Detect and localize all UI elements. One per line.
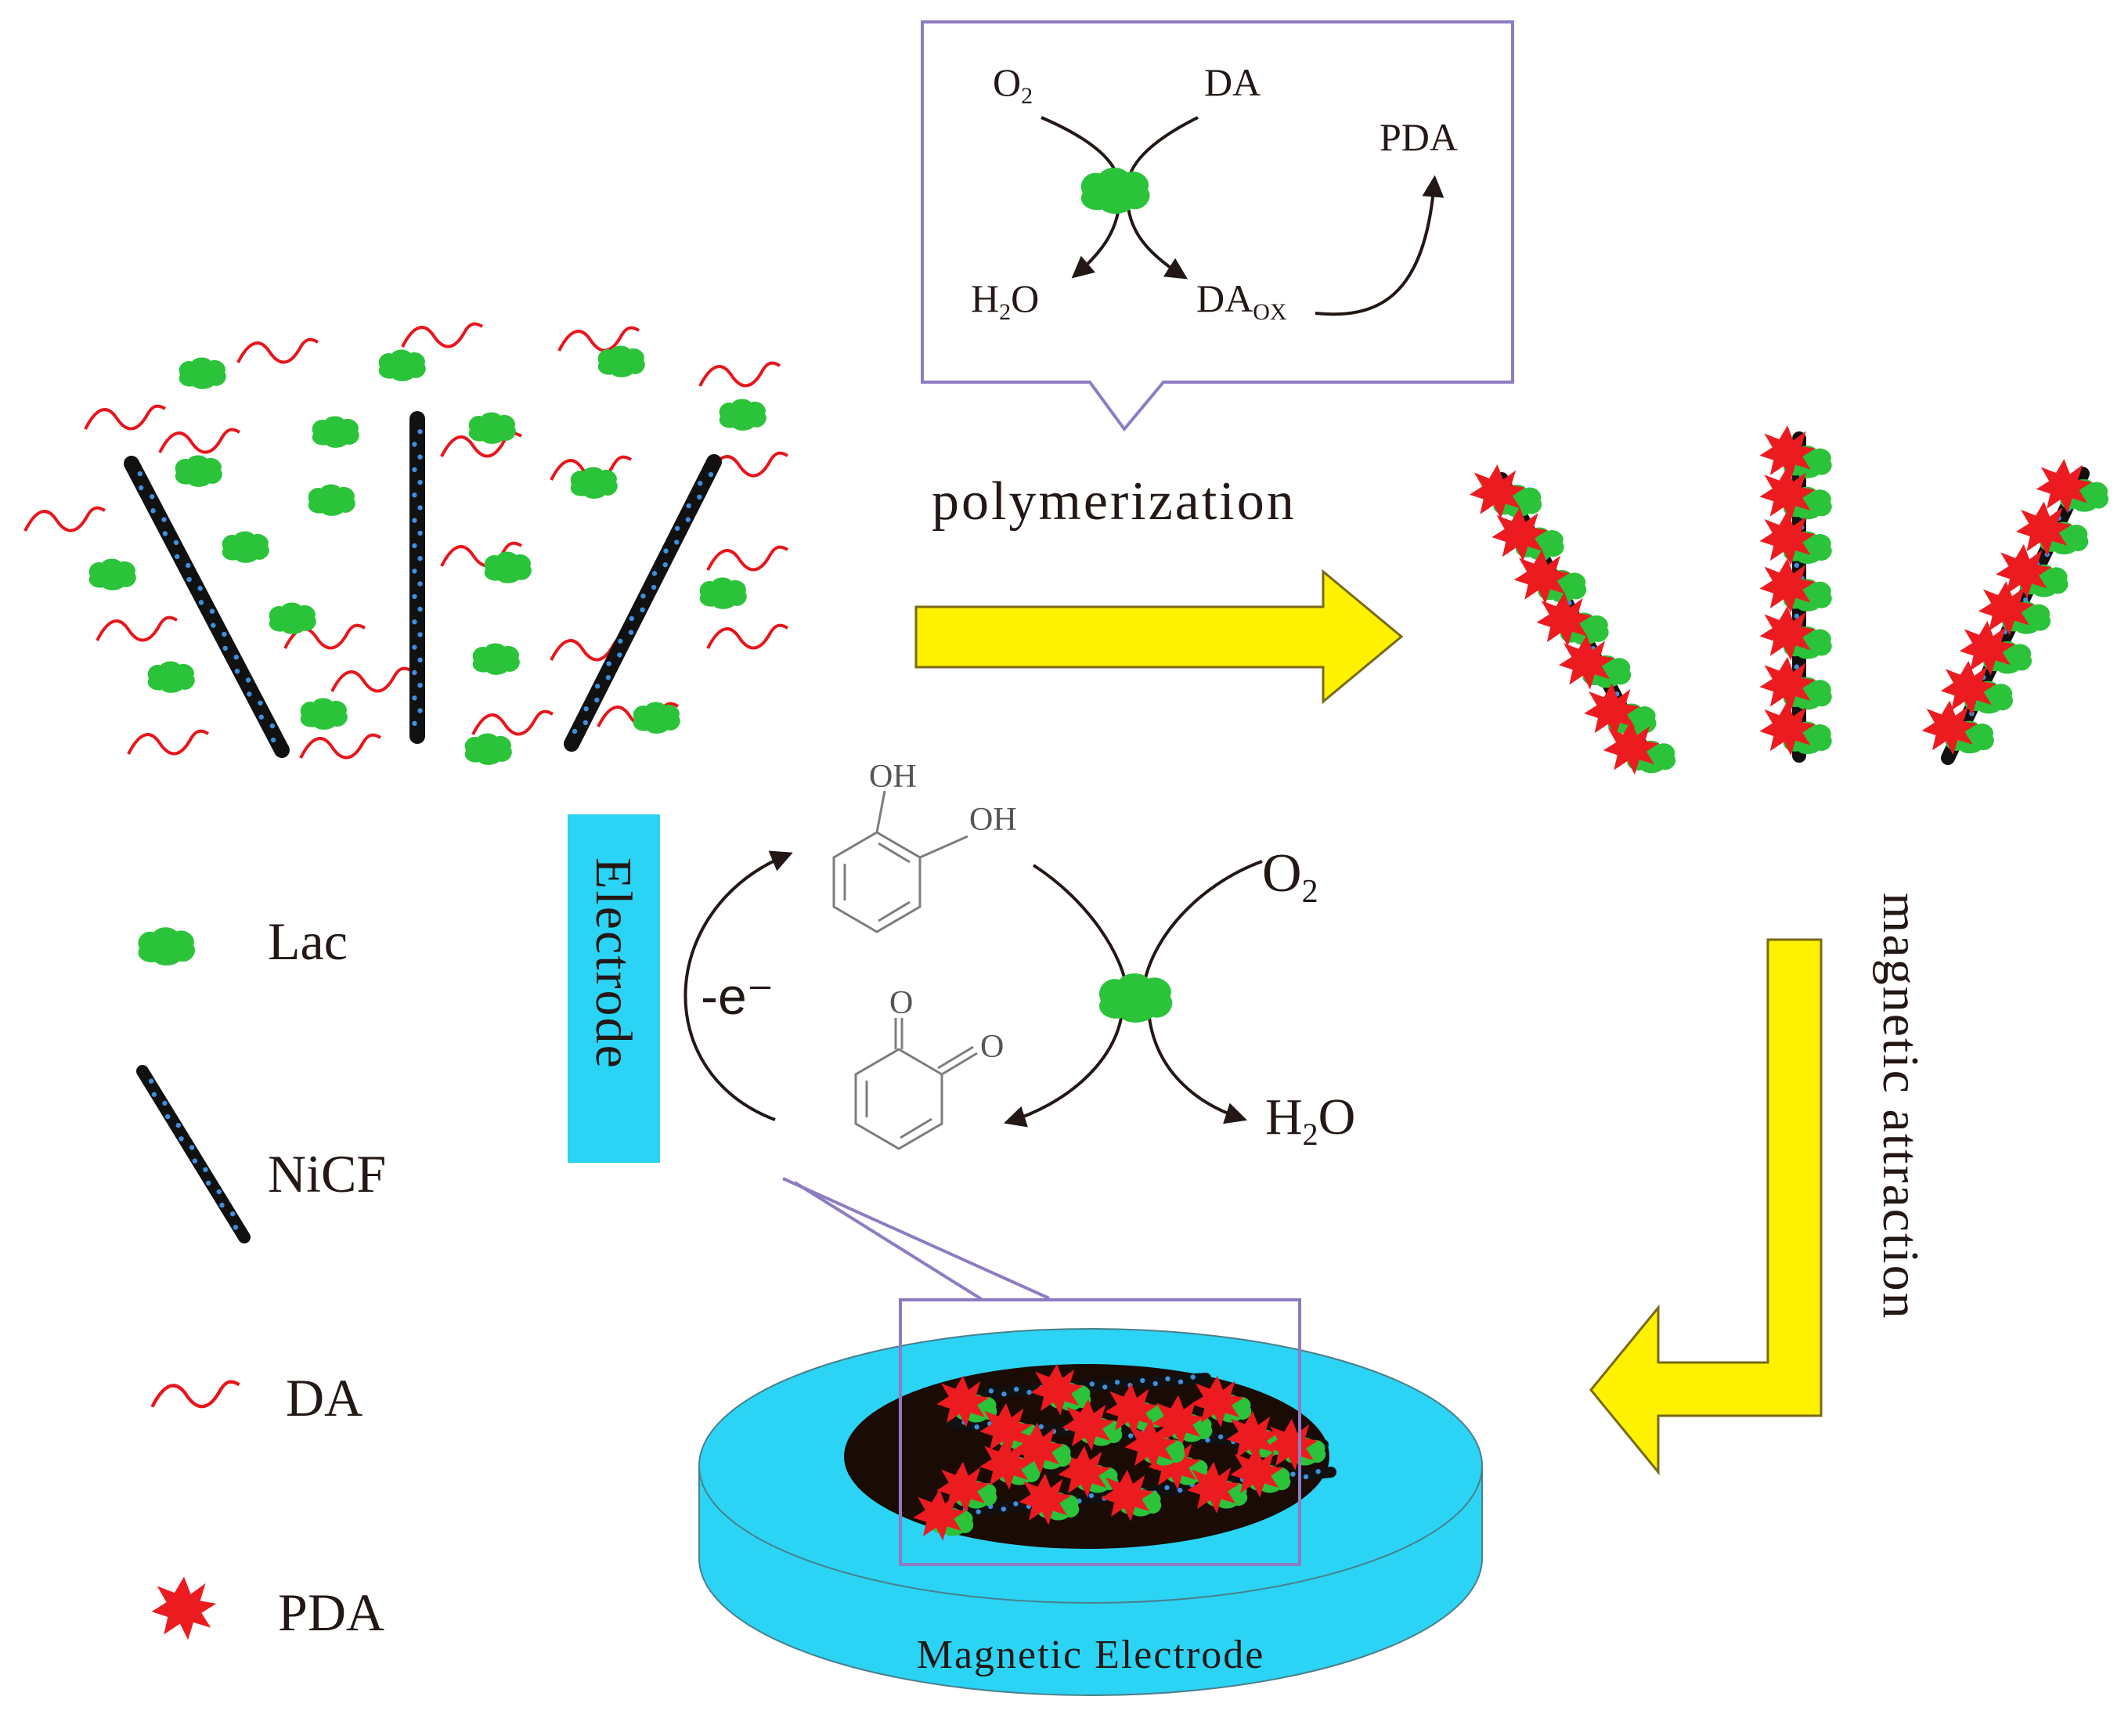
da-molecule-icon xyxy=(706,623,789,650)
lac-molecule-icon xyxy=(222,531,269,563)
legend-item-lac: Lac xyxy=(138,911,348,971)
da-molecule-icon xyxy=(330,666,413,693)
lac-molecule-icon xyxy=(269,602,316,634)
lac-molecule-icon xyxy=(378,349,426,381)
lac-molecule-icon xyxy=(472,643,520,675)
magnetic-electrode: Magnetic Electrode xyxy=(698,1298,1483,1696)
da-molecule-icon xyxy=(84,404,167,431)
da-molecule-icon xyxy=(698,361,781,388)
lac-molecule-icon xyxy=(633,702,680,734)
lac-molecule-icon xyxy=(175,455,222,487)
magnetic-electrode-label: Magnetic Electrode xyxy=(917,1633,1265,1677)
lac-molecule-icon xyxy=(484,551,532,583)
nicf-fibers-coated xyxy=(1469,425,2109,775)
electrode-callout xyxy=(782,1177,1050,1301)
da-molecule-icon xyxy=(236,337,319,364)
polymerization-arrow xyxy=(914,568,1404,705)
da-legend-icon xyxy=(152,1382,239,1407)
lac-molecule-icon xyxy=(147,661,195,693)
lac-molecule-icon xyxy=(597,345,645,377)
legend: Lac NiCF DA PDA xyxy=(136,911,386,1642)
da-label: DA xyxy=(1204,60,1261,104)
lac-molecule-icon xyxy=(300,698,348,730)
quinone-o-right: O xyxy=(980,1029,1004,1065)
legend-item-da: DA xyxy=(152,1368,362,1427)
nicf-legend-fiber xyxy=(136,1065,251,1243)
o2-label: O2 xyxy=(993,60,1033,109)
nicf-legend-icon xyxy=(136,1065,251,1243)
electrode-fiber-pile xyxy=(913,1363,1336,1541)
lac-molecule-icon xyxy=(88,558,136,590)
da-molecule-icon xyxy=(23,506,106,532)
catechol-oh-right: OH xyxy=(969,802,1017,838)
lac-molecule-icon xyxy=(464,733,512,765)
nicf-fiber xyxy=(564,454,722,752)
electron-label: -e⁻ xyxy=(701,967,774,1025)
lac-molecule-icon xyxy=(570,467,618,499)
nicf-fiber xyxy=(409,411,425,744)
lac-molecule-icon xyxy=(468,412,516,444)
lac-legend-icon xyxy=(138,927,195,965)
lac-molecule-icon xyxy=(719,399,766,431)
nicf-fiber xyxy=(124,456,290,758)
quinone-structure xyxy=(854,1018,978,1150)
lac-enzyme-icon xyxy=(1080,168,1150,214)
nicf-fibers-raw xyxy=(124,411,722,758)
legend-item-nicf: NiCF xyxy=(136,1065,386,1243)
legend-item-pda: PDA xyxy=(151,1576,384,1642)
electron-transfer-arrow xyxy=(683,850,793,1121)
lac-molecule-icon xyxy=(308,484,355,516)
da-molecule-icon xyxy=(706,545,789,572)
lac-molecule-icon xyxy=(312,416,359,448)
electrode-tag: Electrode xyxy=(568,814,660,1163)
legend-label-nicf: NiCF xyxy=(268,1144,386,1204)
pda-label: PDA xyxy=(1380,115,1458,159)
magnetic-attraction-label: magnetic attraction xyxy=(1872,893,1929,1320)
h2o-label: H2O xyxy=(971,276,1039,325)
catechol-structure xyxy=(832,790,968,933)
da-molecule-icon xyxy=(299,733,382,760)
cycle-h2o-label: H2O xyxy=(1265,1088,1355,1152)
lac-catalyst-icon xyxy=(1099,973,1173,1023)
electrode-label: Electrode xyxy=(585,857,642,1070)
legend-label-da: DA xyxy=(286,1368,362,1427)
polymerization-label: polymerization xyxy=(932,471,1297,532)
da-molecule-icon xyxy=(401,322,484,348)
cycle-o2-label: O2 xyxy=(1262,843,1318,910)
quinone-o-top: O xyxy=(889,985,913,1021)
pda-legend-icon xyxy=(151,1576,217,1640)
da-molecule-icon xyxy=(127,729,210,756)
da-molecule-icon xyxy=(158,428,241,454)
lac-molecule-icon xyxy=(699,577,747,609)
da-molecule-icon xyxy=(471,709,554,736)
legend-label-lac: Lac xyxy=(268,911,348,971)
reaction-callout: O2 DA PDA H2O DAOX xyxy=(921,20,1514,432)
da-ox-label: DAOX xyxy=(1196,276,1287,325)
legend-label-pda: PDA xyxy=(278,1583,384,1642)
catechol-oh-top: OH xyxy=(869,759,917,795)
zoom-frame xyxy=(899,1298,1301,1566)
da-molecule-icon xyxy=(96,615,179,642)
lac-molecule-icon xyxy=(179,357,226,389)
magnetic-attraction-arrow xyxy=(1589,938,1823,1476)
